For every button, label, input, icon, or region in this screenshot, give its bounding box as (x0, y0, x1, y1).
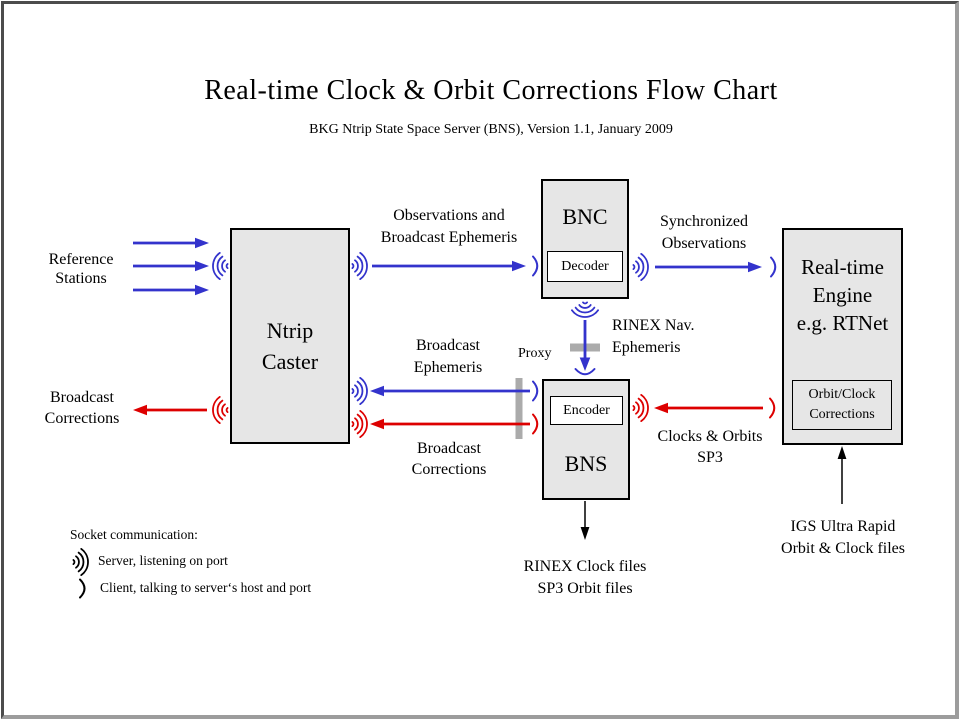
server-socket-icon-caster-left (212, 252, 229, 280)
server-socket-icon-bns-right (632, 394, 649, 422)
node-bnc-decoder: Decoder (547, 251, 623, 282)
client-socket-icon-engine-left (770, 256, 777, 278)
label-broadcast-corrections-out: Broadcast Corrections (44, 389, 120, 427)
server-socket-icon-caster-left-red (212, 396, 229, 424)
label-clocks-orbits-sp3: Clocks & Orbits SP3 (657, 428, 763, 466)
arrow-reference-to-caster-1 (133, 237, 209, 249)
label-proxy: Proxy (518, 346, 552, 361)
proxy-bar-vertical (515, 378, 523, 439)
label-rinex-output-files: RINEX Clock files SP3 Orbit files (523, 558, 647, 597)
label-observations-broadcast-ephemeris: Observations and Broadcast Ephemeris (380, 207, 518, 246)
bns-label: BNS (564, 451, 608, 476)
node-ntrip-caster: Ntrip Caster (230, 228, 350, 444)
server-socket-icon-caster-right-top (351, 252, 368, 280)
server-socket-icon-bnc-bottom (571, 301, 599, 318)
arrow-engine-to-bns (654, 402, 763, 414)
ntrip-caster-label-line2: Caster (261, 349, 319, 374)
engine-label-line3: e.g. RTNet (796, 311, 889, 335)
arrow-caster-to-broadcast-out (133, 404, 207, 416)
label-broadcast-corrections-mid: Broadcast Corrections (411, 440, 487, 478)
arrow-igs-to-engine (837, 446, 847, 504)
bnc-label: BNC (562, 204, 608, 229)
page-subtitle: BKG Ntrip State Space Server (BNS), Vers… (309, 122, 673, 137)
label-broadcast-ephemeris: Broadcast Ephemeris (413, 337, 483, 376)
label-igs-input-files: IGS Ultra Rapid Orbit & Clock files (781, 518, 905, 557)
server-socket-icon-legend (72, 548, 89, 576)
arrow-reference-to-caster-3 (133, 284, 209, 296)
server-socket-icon-caster-right-mid (351, 377, 368, 405)
client-socket-icon-bns-left-red (532, 413, 539, 435)
engine-label-line1: Real-time (801, 255, 884, 279)
label-synchronized-observations: Synchronized Observations (660, 213, 748, 252)
ntrip-caster-label-line1: Ntrip (266, 318, 314, 343)
client-socket-icon-bns-top (574, 368, 596, 376)
label-rinex-nav-ephemeris: RINEX Nav. Ephemeris (612, 317, 695, 356)
client-socket-icon-bns-left-blue (532, 380, 539, 402)
orbit-clock-label-line1: Orbit/Clock (808, 387, 876, 402)
arrow-bnc-to-engine (655, 261, 762, 273)
client-socket-icon-engine-left-red (769, 397, 776, 419)
arrow-bns-to-caster-corrections (370, 418, 530, 430)
engine-label-line2: Engine (812, 283, 873, 307)
legend-heading: Socket communication: (70, 527, 198, 542)
client-socket-icon-legend (79, 578, 86, 599)
arrow-bnc-to-bns (579, 320, 591, 371)
arrow-bns-to-caster-ephemeris (370, 385, 530, 397)
arrow-caster-to-bnc (372, 260, 526, 272)
node-orbit-clock-corrections: Orbit/Clock Corrections (792, 380, 892, 430)
node-bns-encoder: Encoder (550, 396, 623, 425)
legend-item-server: Server, listening on port (98, 553, 228, 568)
orbit-clock-label-line2: Corrections (809, 407, 875, 422)
label-reference-stations: Reference Stations (48, 251, 114, 287)
arrow-bns-to-files (580, 501, 590, 540)
arrow-reference-to-caster-2 (133, 260, 209, 272)
server-socket-icon-caster-right-low (351, 410, 368, 438)
client-socket-icon-bnc-left (532, 255, 539, 277)
legend-item-client: Client, talking to server‘s host and por… (100, 580, 312, 595)
page-title: Real-time Clock & Orbit Corrections Flow… (204, 75, 778, 106)
server-socket-icon-bnc-right (632, 253, 649, 281)
